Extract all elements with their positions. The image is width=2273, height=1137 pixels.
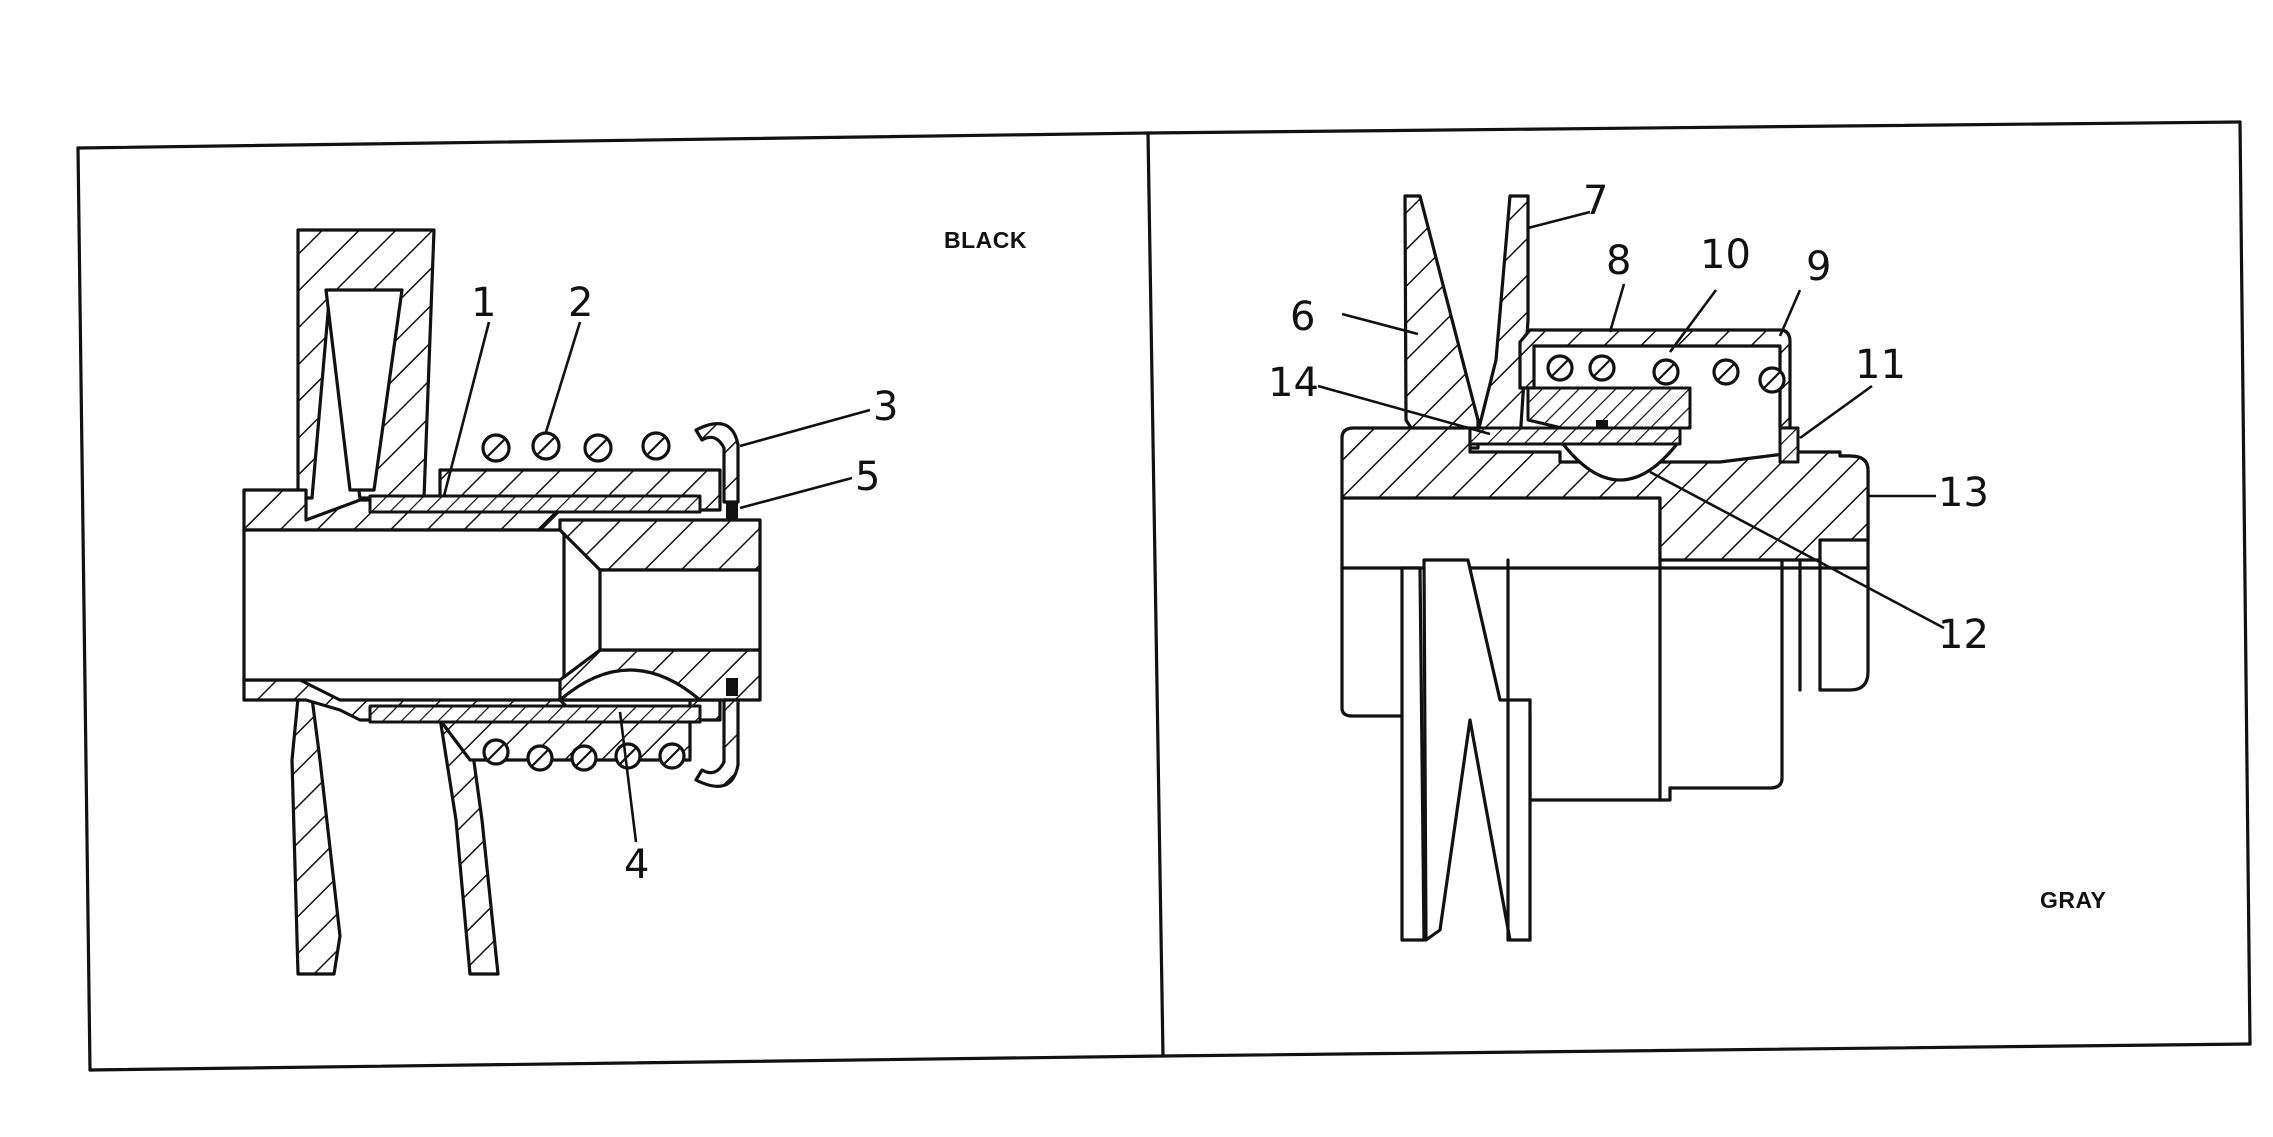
callout-3: 3 <box>873 384 898 430</box>
callout-9: 9 <box>1806 244 1831 290</box>
callout-4: 4 <box>624 842 649 888</box>
right-leader-lines <box>1317 210 1945 630</box>
panel-label-black: BLACK <box>944 227 1027 253</box>
left-leader-lines <box>442 321 871 843</box>
callout-6: 6 <box>1290 294 1315 340</box>
callout-11: 11 <box>1855 342 1906 388</box>
right-spring-coils <box>1546 354 1786 394</box>
callout-13: 13 <box>1938 470 1989 516</box>
left-spring-coils <box>481 431 686 772</box>
left-pulley-section <box>242 228 762 976</box>
panel-label-gray: GRAY <box>2040 887 2106 913</box>
callout-7: 7 <box>1583 178 1608 224</box>
callout-2: 2 <box>568 280 593 326</box>
callout-8: 8 <box>1606 238 1631 284</box>
right-pulley-assembly <box>1340 454 1870 942</box>
callout-12: 12 <box>1938 612 1989 658</box>
callout-5: 5 <box>855 454 880 500</box>
callout-1: 1 <box>471 280 496 326</box>
callout-10: 10 <box>1700 232 1751 278</box>
right-sectioned-parts <box>1340 194 1870 562</box>
callout-14: 14 <box>1268 360 1319 406</box>
panel-frames <box>76 120 2252 1072</box>
